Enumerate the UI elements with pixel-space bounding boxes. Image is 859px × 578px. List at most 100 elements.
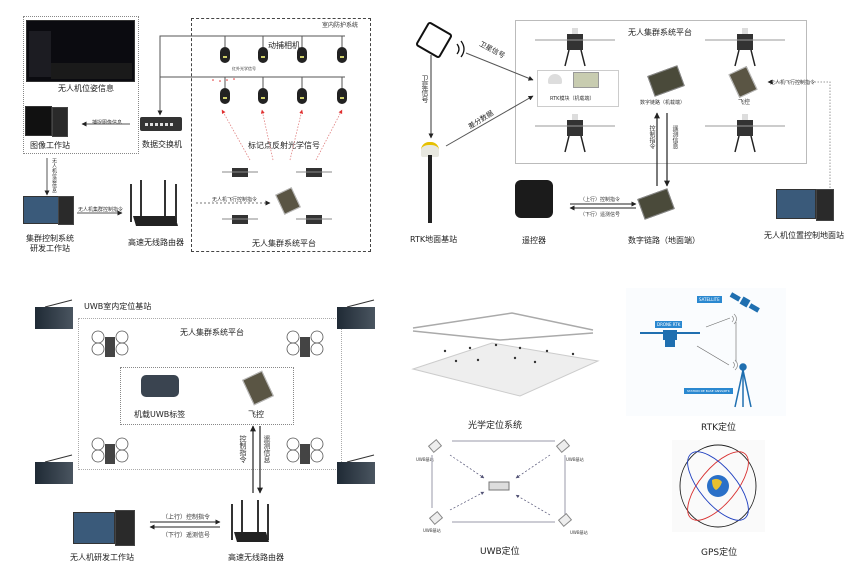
earth-land [712,478,722,490]
signal-wave-icon [732,359,738,371]
drone-large-tr [535,28,785,153]
router-bl [231,500,269,542]
rtk-illustration [640,292,760,408]
workstation-group-box [23,16,139,154]
downlink-label-tr: （下行）遥测信号 [580,212,621,218]
optical-truss [412,312,594,341]
indoor-protection-box [191,18,371,252]
mocap-camera-label: 动捕相机 [268,41,300,50]
ground-station-monitor [776,189,816,219]
dev-workstation-monitor [73,512,115,544]
telemetry-vertical-tr: 遥测信息 [671,125,678,149]
remote-controller-icon [515,180,553,218]
indoor-protection-label: 室内防护系统 [322,22,359,29]
flight-cmd-label-tr: 无人机飞行控制指令 [770,80,816,86]
swarm-control-tower [58,196,74,225]
satellite-blue-icon [729,292,760,313]
switch-label: 数据交换机 [142,140,182,149]
reflected-signal-lines [221,109,343,161]
swarm-control-label-1: 集群控制系统 [26,234,74,243]
rtk-board-icon [573,72,599,88]
telemetry-vertical-bl: 遥测信息 [263,435,271,463]
dev-workstation-label: 无人机研发工作站 [70,553,134,562]
quad-drones-bl [91,330,324,464]
remote-label: 遥控器 [522,236,546,245]
image-workstation-monitor [25,106,52,136]
swarm-control-label-2: 研发工作站 [30,244,70,253]
router-tl [130,180,178,226]
mocap-camera [297,47,307,63]
uplink-label-tr: （上行）控制指令 [580,197,621,203]
rtk-link-lines [696,317,737,366]
switch-ports [145,123,173,126]
optical-floor [411,342,600,397]
uwb-base-devices [427,439,573,527]
mocap-camera [297,88,307,104]
mocap-camera [258,47,268,63]
orbit-black [679,444,757,528]
sat-to-rtk-module-arrow [465,52,534,81]
gcs-to-fc-dotted-line [767,79,831,188]
signal-arcs-icon [456,40,465,58]
orbit-red-1 [687,451,749,521]
pose-info-vertical-label: 无人机位姿信息 [51,158,57,193]
tripod-blue-icon [734,363,752,408]
uwb-tag-device [488,481,510,491]
mocap-camera [220,88,230,104]
rtk-base-pole [428,155,432,223]
uwb-anchor-antennas [44,299,375,463]
rtk-module-box [537,70,619,107]
swarm-cmd-arrow-label: 无人机集群控制指令 [78,207,124,213]
marker-signal-label: 标记点反射光学信号 [248,141,320,150]
gps-positioning-label: GPS定位 [701,548,738,558]
rtk-antenna-icon [548,74,562,84]
uwb-anchor-icon [337,462,375,484]
ir-signal-dots [212,78,235,82]
uwb-base-label: UWB基站 [570,530,588,535]
uwb-tag-icon [141,375,179,397]
flight-cmd-arrow-label: 无人机飞行控制指令 [212,197,258,203]
platform-label-tl: 无人集群系统平台 [252,239,316,248]
datalink-air-label: 数字链路（机载端） [640,100,686,106]
downlink-label-bl: （下行）遥测信号 [162,532,211,539]
image-workstation-label: 图像工作站 [30,141,70,150]
mocap-camera [258,88,268,104]
uwb-frame [431,440,566,523]
camera-bus-top [159,35,345,110]
flight-controller-label-bl: 飞控 [248,410,264,419]
screen-sidebar [29,31,51,77]
uwb-anchor-icon [35,307,73,329]
image-workstation-tower [52,107,68,137]
mocap-camera [220,47,230,63]
ground-station-label: 无人机位置控制地面站 [764,231,844,240]
optical-system-label: 光学定位系统 [468,421,523,431]
satellite-tag: SATELLITE [697,296,722,303]
satellite-signal-vertical: 卫星信号 [421,75,429,103]
camera-bus [159,35,345,110]
flight-controller-label-tr: 飞控 [738,99,751,106]
orbit-blue-1 [687,451,749,521]
dev-workstation-tower [115,510,135,546]
uwb-anchor-label: UWB室内定位基站 [84,302,152,311]
router-label: 高速无线路由器 [128,238,184,247]
rtk-positioning-label: RTK定位 [701,423,736,433]
uwb-tag-label: 机载UWB标签 [134,410,186,419]
uwb-base-label: UWB基站 [423,528,441,533]
pose-info-label: 无人机位姿信息 [58,84,114,93]
control-cmd-vertical-tr: 控制指令 [648,125,655,149]
ir-signal-label: 红外光学信号 [232,66,256,71]
router-label-bl: 高速无线路由器 [228,553,284,562]
drone-small-tl [222,168,332,224]
optical-markers [443,343,575,364]
platform-box-tr [515,20,807,164]
uwb-positioning-label: UWB定位 [480,547,520,557]
mocap-camera [337,47,347,63]
datalink-ground-label: 数字链路（地面端） [628,236,700,245]
control-cmd-vertical-bl: 控制指令 [239,435,247,463]
screen-grid-floor [51,63,132,79]
onboard-box [120,367,294,425]
uwb-anchor-icon [35,462,73,484]
capture-info-arrow-label: 捕捉图像信息 [92,120,123,126]
base-to-rtk-module-arrow [445,95,534,147]
platform-label-tr: 无人集群系统平台 [628,28,692,37]
